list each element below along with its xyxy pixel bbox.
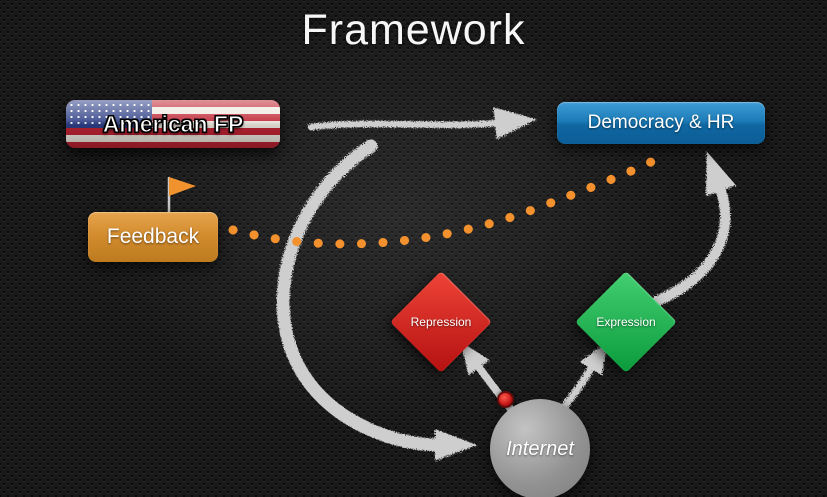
repression-label: Repression (410, 315, 472, 329)
arrow-fp-to-democracy (307, 107, 537, 140)
node-democracy-hr: Democracy & HR (557, 102, 765, 144)
dotted-line-feedback-to-democracy (228, 151, 667, 249)
flag-icon (167, 176, 196, 218)
node-feedback: Feedback (88, 212, 218, 262)
feedback-label: Feedback (106, 225, 200, 248)
slide-title: Framework (301, 6, 526, 54)
american-fp-label: American FP (102, 110, 244, 137)
expression-label: Expression (596, 315, 656, 329)
node-repression: Repression (389, 270, 493, 374)
node-internet: Internet (490, 399, 590, 497)
arrow-expression-to-democracy (651, 151, 737, 307)
internet-label: Internet (506, 437, 574, 460)
red-dot-icon (497, 391, 514, 408)
democracy-hr-label: Democracy & HR (587, 112, 735, 133)
arrow-fp-to-internet (276, 139, 477, 461)
node-expression: Expression (574, 270, 678, 374)
gloss-highlight (66, 100, 280, 148)
node-american-fp: American FP (66, 100, 280, 148)
